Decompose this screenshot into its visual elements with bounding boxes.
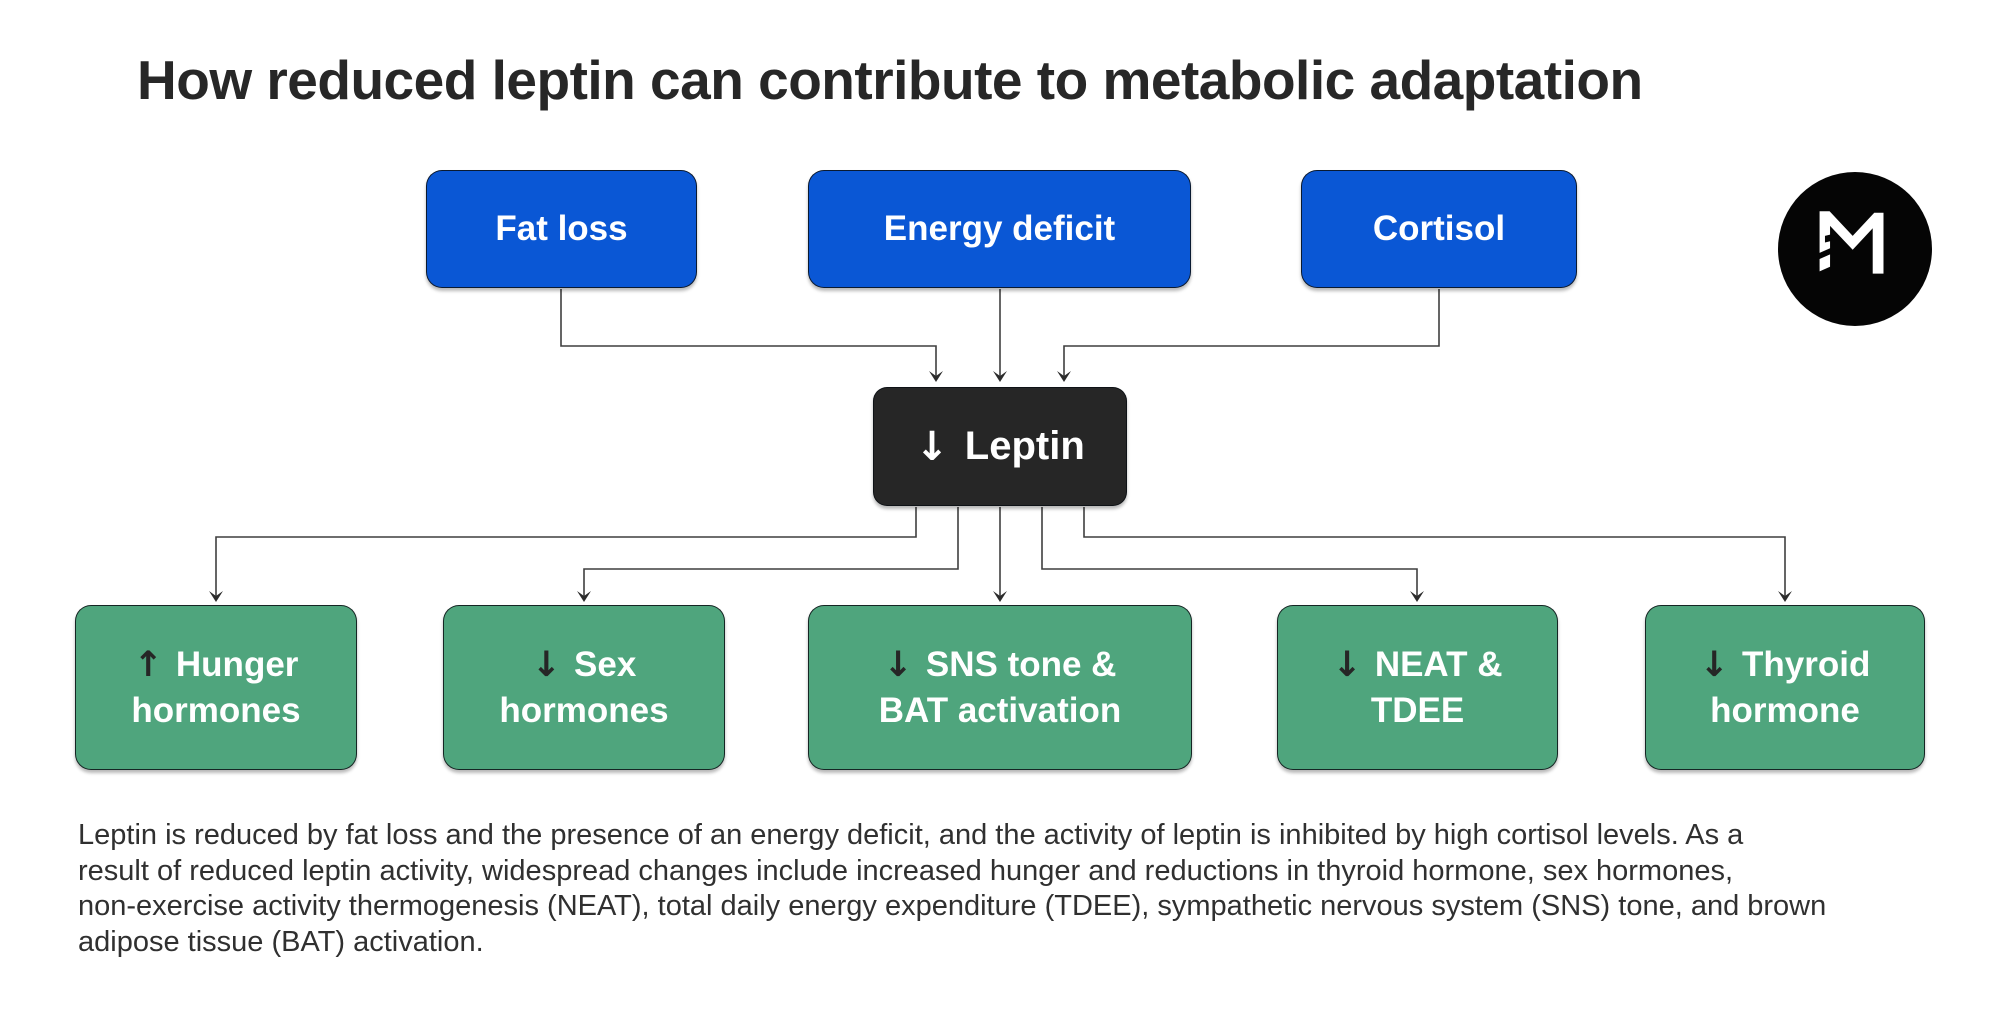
caption-line: Leptin is reduced by fat loss and the pr… [78,819,1744,851]
caption-line: adipose tissue (BAT) activation. [78,925,484,958]
effect-line-2: hormones [131,691,301,730]
mediator-label: Leptin [964,424,1085,468]
effect-box-sex-hormones: ↓Sex hormones [443,605,725,770]
down-arrow-icon: ↓ [915,423,949,470]
cause-box-energy-deficit: Energy deficit [808,170,1191,288]
effect-line-2: hormones [499,691,669,730]
macrofactor-logo-icon [1778,172,1932,326]
effect-box-thyroid-hormone: ↓Thyroid hormone [1645,605,1925,770]
effect-line-2: BAT activation [878,691,1122,730]
effect-line-1: ↓SNS tone & [883,645,1117,685]
effect-line-1: ↑Hunger [133,645,299,685]
down-arrow-icon: ↓ [1699,645,1729,685]
cause-box-cortisol: Cortisol [1301,170,1577,288]
arrowhead-icons [209,371,1792,602]
down-arrow-icon: ↓ [531,645,562,685]
effect-line-1: ↓NEAT & [1332,645,1503,685]
effect-line-1: ↓Thyroid [1699,645,1871,685]
caption-paragraph: Leptin is reduced by fat loss and the pr… [78,818,1826,960]
cause-box-fat-loss: Fat loss [426,170,697,288]
caption-line: non-exercise activity thermogenesis (NEA… [78,890,1827,922]
effect-box-sns-bat: ↓SNS tone & BAT activation [808,605,1192,770]
effect-line-2: hormone [1710,691,1860,730]
cause-label: Energy deficit [883,209,1116,248]
cause-label: Fat loss [495,209,628,248]
caption-line: result of reduced leptin activity, wides… [78,854,1734,887]
effect-box-neat-tdee: ↓NEAT & TDEE [1277,605,1558,770]
effect-line-2: TDEE [1370,691,1465,730]
cause-label: Cortisol [1372,209,1506,248]
up-arrow-icon: ↑ [133,645,163,685]
mediator-box-leptin: ↓ Leptin [873,387,1127,506]
effect-line-1: ↓Sex [531,645,637,685]
effect-box-hunger-hormones: ↑Hunger hormones [75,605,357,770]
page-title: How reduced leptin can contribute to met… [137,49,1643,111]
down-arrow-icon: ↓ [883,645,913,685]
down-arrow-icon: ↓ [1332,645,1362,685]
